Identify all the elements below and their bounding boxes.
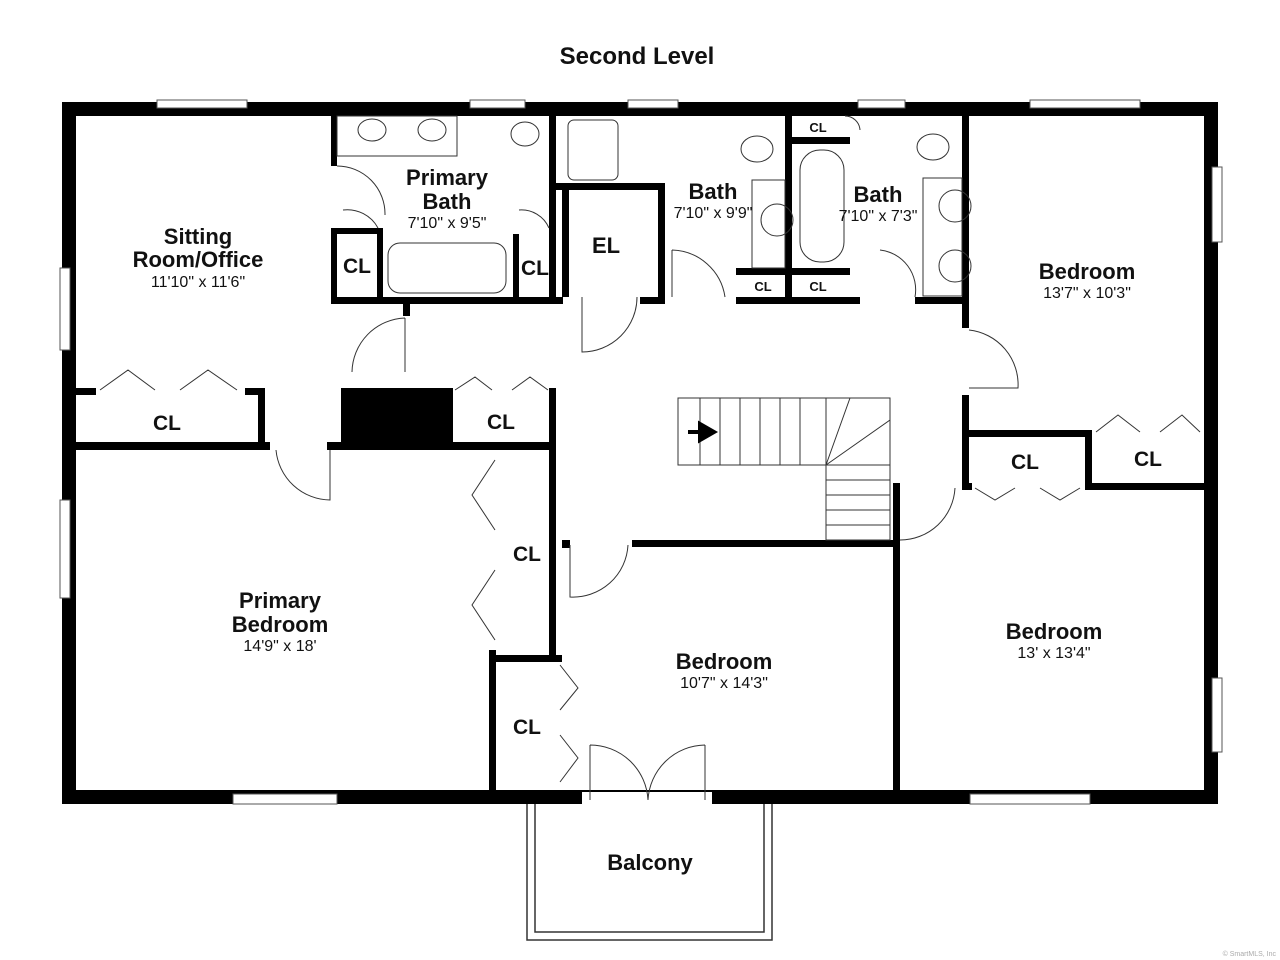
bedroom-se-dims: 13' x 13'4" (1017, 645, 1090, 662)
balcony-name: Balcony (607, 850, 693, 875)
closet-label: CL (809, 279, 826, 294)
bath1-name: Bath (689, 179, 738, 204)
primary-bedroom-dims: 14'9" x 18' (243, 638, 316, 655)
elevator-label: EL (592, 233, 620, 258)
closet-label: CL (487, 411, 515, 434)
closet-label: CL (513, 543, 541, 566)
primary-bath-dims: 7'10" x 9'5" (408, 215, 487, 232)
room-labels: Sitting Room/Office 11'10" x 11'6" Prima… (133, 120, 1163, 875)
closet-label: CL (343, 255, 371, 278)
primary-bath-name-1: Primary (406, 165, 489, 190)
sitting-room-name-1: Sitting (164, 224, 232, 249)
primary-bedroom-name-1: Primary (239, 588, 322, 613)
fixtures (99, 115, 1201, 941)
sitting-room-name-2: Room/Office (133, 247, 264, 272)
bedroom-ne-dims: 13'7" x 10'3" (1043, 285, 1131, 302)
windows (59, 99, 1223, 805)
closet-label: CL (754, 279, 771, 294)
copyright: © SmartMLS, Inc (1223, 950, 1277, 958)
closet-label: CL (1011, 451, 1039, 474)
sitting-room-dims: 11'10" x 11'6" (151, 274, 245, 291)
bath1-dims: 7'10" x 9'9" (674, 205, 753, 222)
closet-label: CL (513, 716, 541, 739)
stair-direction-arrow-icon (688, 420, 719, 444)
bedroom-ne-name: Bedroom (1039, 259, 1136, 284)
walls (62, 102, 1218, 804)
primary-bath-name-2: Bath (423, 189, 472, 214)
bath2-dims: 7'10" x 7'3" (839, 208, 918, 225)
closet-label: CL (809, 120, 826, 135)
closet-label: CL (153, 412, 181, 435)
bedroom-se-name: Bedroom (1006, 619, 1103, 644)
bath2-name: Bath (854, 182, 903, 207)
bedroom-mid-name: Bedroom (676, 649, 773, 674)
floor-title: Second Level (560, 43, 715, 70)
closet-label: CL (1134, 448, 1162, 471)
closet-label: CL (521, 257, 549, 280)
primary-bedroom-name-2: Bedroom (232, 612, 329, 637)
bedroom-mid-dims: 10'7" x 14'3" (680, 675, 768, 692)
